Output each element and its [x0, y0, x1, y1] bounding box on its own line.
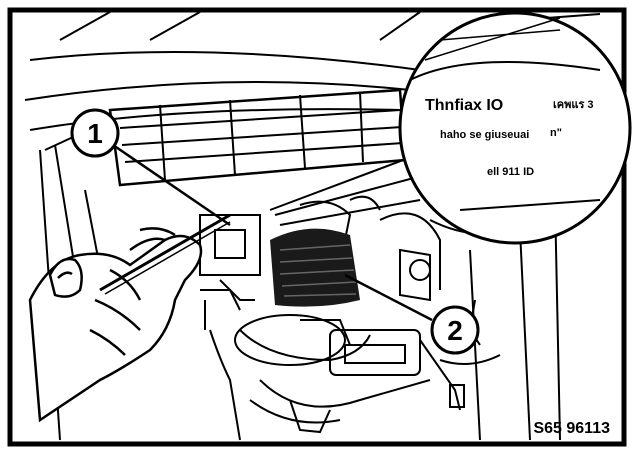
callout-2-circle — [430, 305, 480, 355]
magnifier-text-line1: Thnfiax IO — [425, 97, 503, 114]
under-dash-components — [199, 195, 501, 441]
magnifier-text-line2: haho se giuseuai — [440, 129, 529, 141]
highlighted-component — [270, 228, 360, 307]
magnifier-text-line3: ell 911 ID — [487, 166, 534, 178]
callout-2-leader — [344, 273, 433, 322]
magnifier-text-line2-right: n" — [550, 127, 562, 139]
magnifier-detail — [398, 11, 632, 245]
callout-1-circle — [70, 108, 120, 158]
figure-code: S65 96113 — [533, 420, 610, 437]
hand-with-tool — [28, 227, 203, 423]
callout-1-number: 1 — [87, 118, 103, 149]
screwdriver — [99, 213, 231, 292]
callout-1-leader — [112, 143, 231, 227]
callout-2-number: 2 — [447, 315, 463, 346]
magnifier-text-line1-right: เคพแร 3 — [553, 99, 594, 111]
